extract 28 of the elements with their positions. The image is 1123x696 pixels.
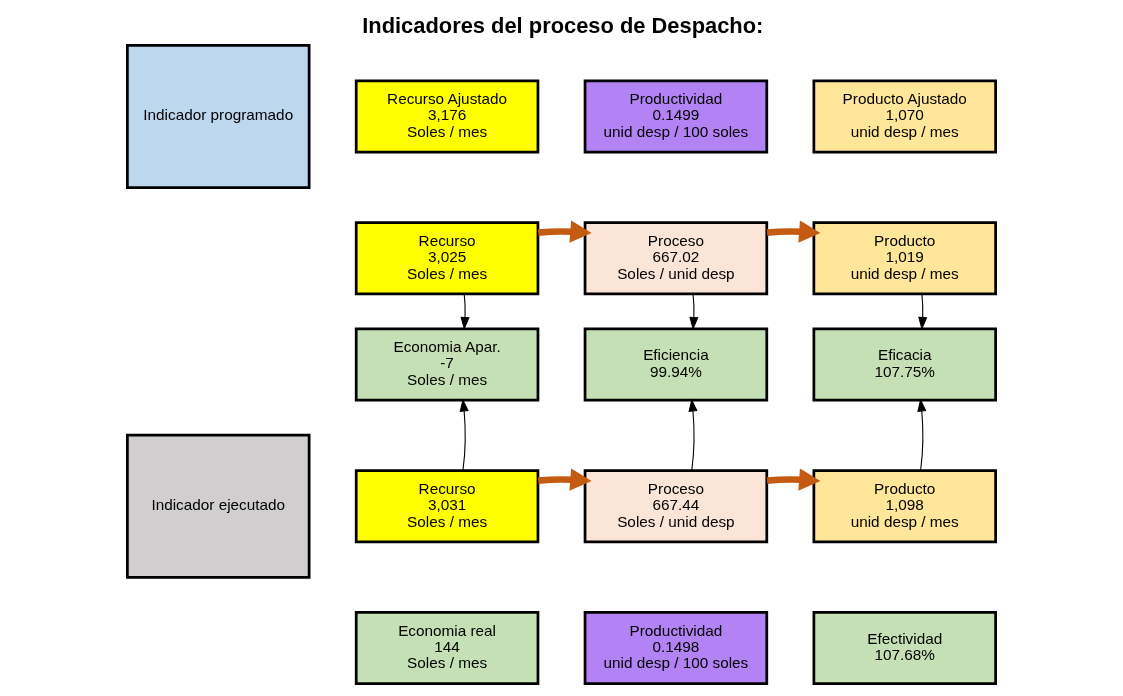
- node-box: Indicador programado: [126, 43, 311, 189]
- node-box: Producto 1,019 unid desp / mes: [812, 221, 997, 296]
- node-box: Eficiencia 99.94%: [583, 327, 769, 402]
- node-box: Proceso 667.44 Soles / unid desp: [583, 469, 769, 544]
- node-box: Indicador ejecutado: [126, 433, 311, 579]
- node-box: Recurso 3,031 Soles / mes: [354, 469, 540, 544]
- node-box: Producto 1,098 unid desp / mes: [812, 469, 997, 544]
- arrow: [766, 220, 821, 243]
- node-box: Efectividad 107.68%: [812, 611, 997, 685]
- node-box: Eficacia 107.75%: [812, 327, 997, 402]
- arrow: [917, 398, 927, 472]
- arrow: [460, 293, 470, 331]
- arrow: [918, 293, 928, 331]
- arrow: [537, 220, 592, 243]
- node-box: Proceso 667.02 Soles / unid desp: [583, 221, 769, 296]
- arrow: [688, 398, 698, 472]
- arrow: [459, 398, 469, 472]
- node-box: Recurso Ajustado 3,176 Soles / mes: [354, 79, 540, 154]
- arrow: [537, 468, 592, 491]
- node-box: Productividad 0.1499 unid desp / 100 soles: [583, 79, 769, 154]
- node-box: Economia Apar. -7 Soles / mes: [354, 327, 540, 402]
- node-box: Producto Ajustado 1,070 unid desp / mes: [812, 79, 997, 154]
- node-box: Productividad 0.1498 unid desp / 100 soles: [583, 611, 769, 685]
- node-box: Recurso 3,025 Soles / mes: [354, 221, 540, 296]
- diagram-title: Indicadores del proceso de Despacho:: [362, 13, 764, 39]
- arrow: [766, 468, 821, 491]
- arrow: [689, 293, 699, 331]
- node-box: Economia real 144 Soles / mes: [354, 611, 540, 685]
